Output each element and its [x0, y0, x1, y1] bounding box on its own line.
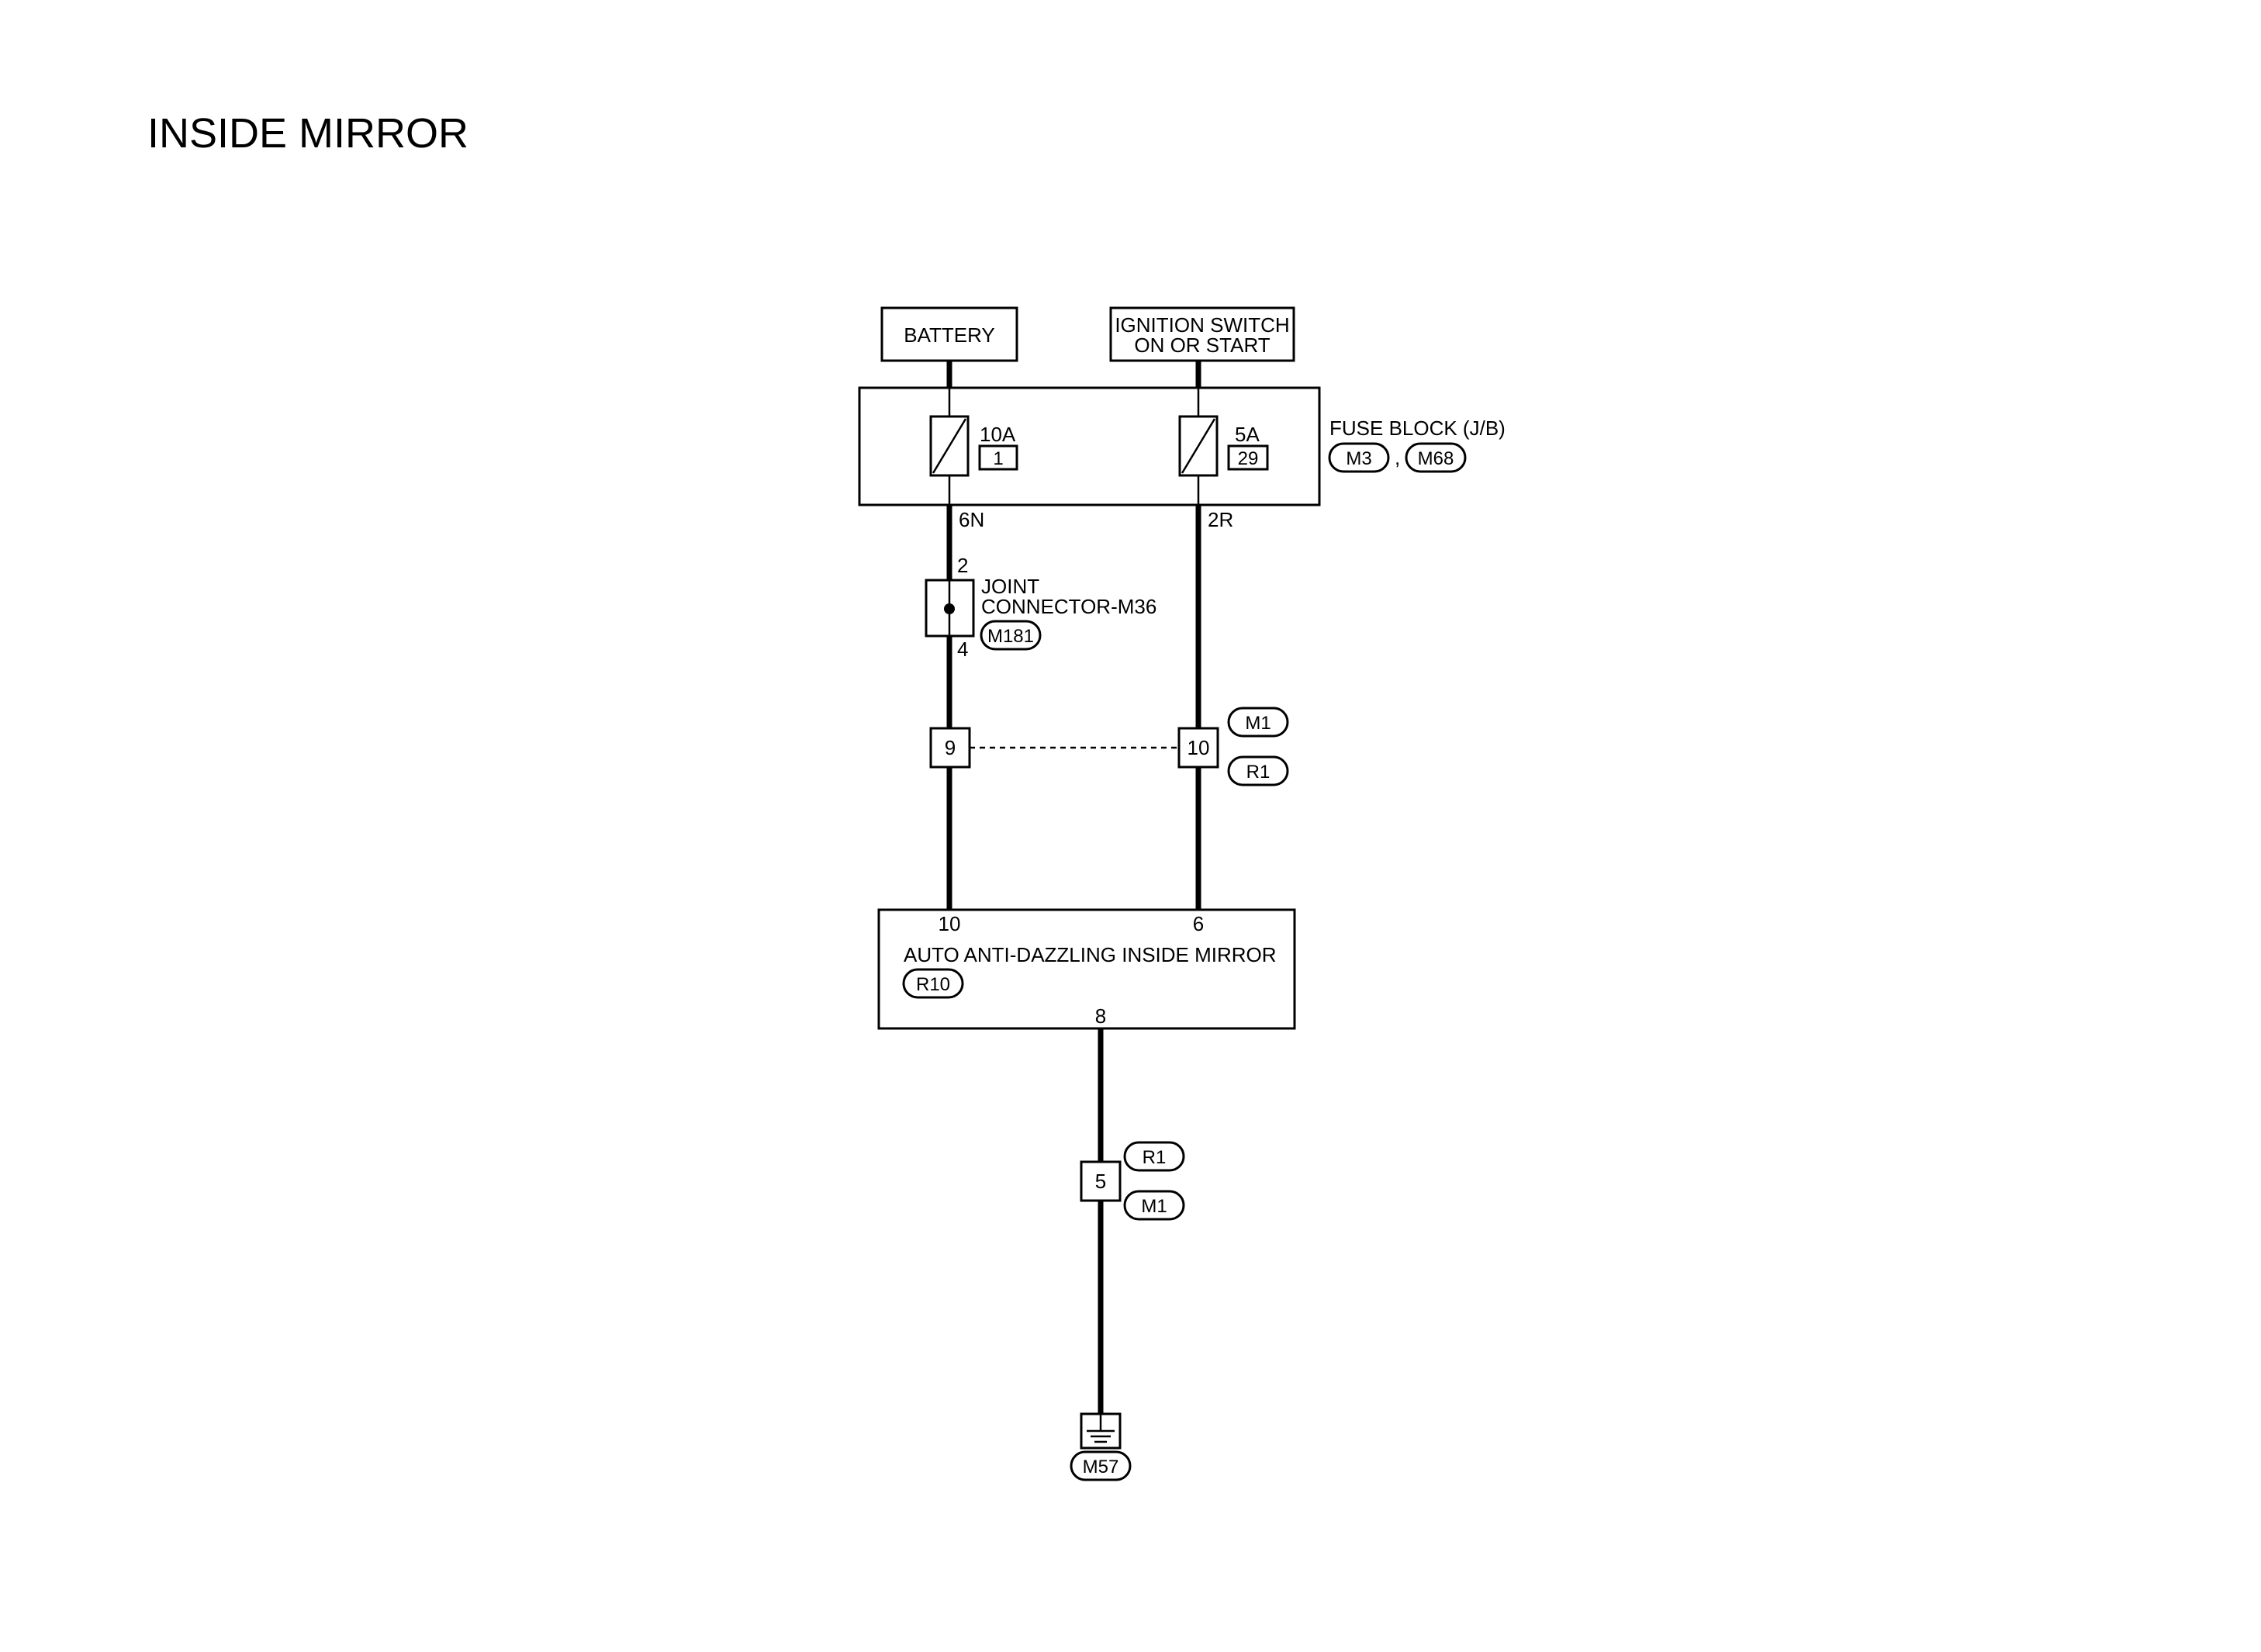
- connector-tag-m1-lower: [1123, 1190, 1185, 1221]
- connector-tag-r1-lower-label: R1: [1143, 1147, 1167, 1168]
- fuse-terminal-2r: 2R: [1208, 508, 1233, 531]
- joint-connector: [925, 579, 975, 638]
- connector-tag-r10: [902, 968, 964, 999]
- harness-connector-pin-10: 10: [1177, 727, 1219, 769]
- joint-connector-label-line1: JOINT: [981, 575, 1039, 598]
- connector-tag-r10-label: R10: [916, 974, 950, 995]
- harness-connector-pin-9: 9: [929, 727, 971, 769]
- connector-tag-r1-lower: [1123, 1141, 1185, 1172]
- connector-tag-m3: [1328, 442, 1390, 473]
- connector-tag-m181-label: M181: [987, 626, 1034, 647]
- harness-pin-5-label: 5: [1095, 1170, 1106, 1193]
- fuse-5a-rating: 5A: [1235, 423, 1260, 446]
- connector-tag-m181: [980, 620, 1042, 651]
- fuse-10a-number: 1: [993, 448, 1003, 469]
- connector-tag-m3-label: M3: [1346, 448, 1371, 469]
- fuse-5a-symbol: [1178, 415, 1219, 477]
- fuse-5a-number: 29: [1238, 448, 1259, 469]
- connector-tag-m1-lower-label: M1: [1141, 1196, 1167, 1217]
- fuse-block: 10A 1 5A 29: [858, 386, 1321, 506]
- connector-tag-m57-label: M57: [1083, 1457, 1119, 1477]
- connector-separator: ,: [1395, 446, 1400, 469]
- connector-tag-r1-upper-label: R1: [1246, 762, 1271, 783]
- fuse-10a-symbol: [929, 415, 970, 477]
- mirror-pin-10: 10: [939, 912, 961, 935]
- page-title: INSIDE MIRROR: [147, 110, 468, 157]
- connector-tag-m57: [1070, 1450, 1132, 1481]
- joint-pin-2: 2: [957, 554, 968, 577]
- harness-pin-9-label: 9: [945, 736, 956, 759]
- mirror-pin-8: 8: [1095, 1004, 1106, 1028]
- fuse-10a-rating: 10A: [980, 423, 1016, 446]
- joint-connector-label-line2: CONNECTOR-M36: [981, 595, 1156, 618]
- battery-label: BATTERY: [904, 323, 995, 347]
- harness-pin-10-label: 10: [1188, 736, 1210, 759]
- mirror-pin-6: 6: [1193, 912, 1204, 935]
- ignition-switch-label-line1: IGNITION SWITCH: [1115, 313, 1289, 337]
- ground-icon: [1080, 1412, 1122, 1450]
- mirror-label: AUTO ANTI-DAZZLING INSIDE MIRROR: [904, 943, 1277, 966]
- joint-pin-4: 4: [957, 638, 968, 661]
- connector-tag-m1-upper: [1227, 707, 1289, 738]
- ignition-switch-box: IGNITION SWITCH ON OR START: [1109, 306, 1295, 362]
- harness-connector-pin-5: 5: [1080, 1160, 1122, 1202]
- fuse-block-label: FUSE BLOCK (J/B): [1329, 416, 1506, 440]
- battery-box: BATTERY: [880, 306, 1018, 362]
- fuse-terminal-6n: 6N: [959, 508, 984, 531]
- connector-tag-m68-label: M68: [1418, 448, 1454, 469]
- connector-tag-r1-upper: [1227, 755, 1289, 786]
- connector-tag-m1-upper-label: M1: [1245, 713, 1271, 734]
- connector-tag-m68: [1405, 442, 1467, 473]
- ignition-switch-label-line2: ON OR START: [1134, 334, 1270, 357]
